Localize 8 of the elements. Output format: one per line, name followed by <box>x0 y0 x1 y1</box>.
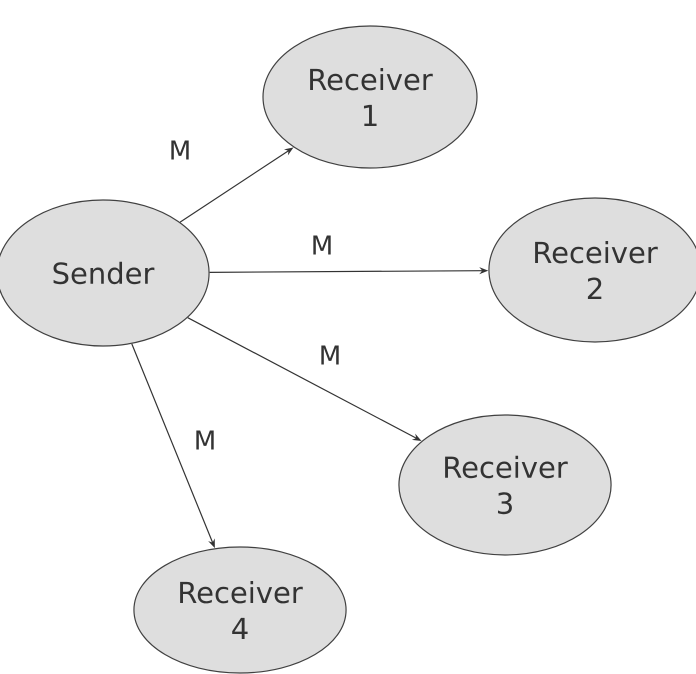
edge-label: M <box>168 140 192 160</box>
edge-label: M <box>310 234 334 256</box>
ellipse-node: Receiver 3 <box>398 414 612 556</box>
edge-label: M <box>192 430 218 450</box>
edge-label: M <box>318 344 342 366</box>
ellipse-node: Receiver 4 <box>133 546 347 674</box>
ellipse-node: Receiver 1 <box>262 25 478 169</box>
ellipse-node: Receiver 2 <box>488 197 696 343</box>
